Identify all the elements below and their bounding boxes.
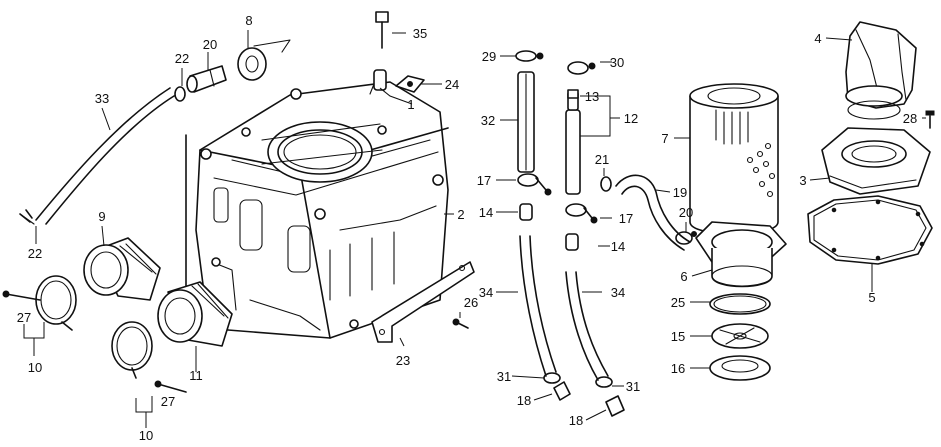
hose-34-right — [565, 271, 609, 381]
callout-26: 26 — [464, 295, 478, 310]
tube-band-lower — [111, 321, 153, 379]
callout-23: 23 — [396, 353, 410, 368]
callout-35: 35 — [413, 26, 427, 41]
clip-30 — [567, 61, 596, 75]
clip-31-left — [543, 372, 561, 384]
leader-lines — [23, 30, 926, 428]
callout-24: 24 — [445, 77, 459, 92]
callout-28: 28 — [903, 111, 917, 126]
hose-34-left — [519, 235, 557, 377]
element-holder — [695, 221, 787, 288]
joint-13 — [567, 89, 579, 99]
tube-band-upper — [35, 275, 77, 331]
callout-10-bottom: 10 — [139, 428, 153, 443]
callout-18-left: 18 — [517, 393, 531, 408]
breather-hose — [19, 87, 175, 225]
callout-27-left: 27 — [17, 310, 31, 325]
clamp-17-right — [565, 203, 598, 224]
callout-1: 1 — [407, 97, 414, 112]
callout-9: 9 — [98, 209, 105, 224]
bracket — [371, 261, 475, 343]
callout-6: 6 — [680, 269, 687, 284]
callout-32: 32 — [481, 113, 495, 128]
gasket-5 — [807, 195, 933, 265]
callout-29: 29 — [482, 49, 496, 64]
bolt-35 — [375, 11, 389, 49]
band-screw-lower — [154, 380, 187, 393]
callout-31-left: 31 — [497, 369, 511, 384]
tube-32 — [517, 71, 535, 173]
clip-22-upper — [174, 86, 186, 102]
cover-3 — [821, 127, 931, 195]
band-screw-upper — [2, 290, 41, 301]
callout-17-right: 17 — [619, 211, 633, 226]
plate-15 — [711, 323, 769, 349]
clip-31-right — [595, 376, 613, 388]
callout-11: 11 — [189, 368, 203, 383]
tube-12 — [565, 91, 581, 195]
clip-29 — [515, 50, 544, 62]
callout-34-right: 34 — [611, 285, 625, 300]
drain-cap — [237, 39, 291, 81]
plug-18-right — [605, 395, 625, 417]
callout-labels: 1 2 3 4 5 6 7 8 9 10 10 11 12 13 14 14 1… — [17, 13, 917, 443]
callout-14-left: 14 — [479, 205, 493, 220]
callout-22-top: 22 — [175, 51, 189, 66]
callout-12: 12 — [624, 111, 638, 126]
seal-25 — [709, 293, 771, 315]
plug-18-left — [553, 381, 571, 401]
joint-piece-1 — [369, 69, 387, 95]
callout-22-left: 22 — [28, 246, 42, 261]
callout-5: 5 — [868, 290, 875, 305]
callout-31-right: 31 — [626, 379, 640, 394]
connecting-tube-upper — [83, 237, 161, 301]
clamp-20 — [675, 231, 697, 245]
air-cleaner-element — [689, 83, 779, 235]
callout-27-bottom: 27 — [161, 394, 175, 409]
nut-24 — [395, 75, 425, 93]
callout-30: 30 — [610, 55, 624, 70]
callout-20-right: 20 — [679, 205, 693, 220]
callout-18-right: 18 — [569, 413, 583, 428]
callout-2: 2 — [457, 207, 464, 222]
clamp-17-left — [517, 173, 552, 196]
callout-25: 25 — [671, 295, 685, 310]
air-duct-4 — [845, 21, 917, 120]
bolt-26 — [452, 318, 469, 329]
callout-33: 33 — [95, 91, 109, 106]
clip-22-lower — [19, 209, 33, 223]
callout-10-left: 10 — [28, 360, 42, 375]
callout-13: 13 — [585, 89, 599, 104]
callout-15: 15 — [671, 329, 685, 344]
connecting-tube-lower — [157, 281, 233, 347]
air-cleaner-case — [185, 81, 449, 339]
drain-tube-20 — [186, 65, 227, 93]
callout-17-left: 17 — [477, 173, 491, 188]
callout-8: 8 — [245, 13, 252, 28]
cap-16 — [709, 355, 771, 381]
hose-19 — [615, 174, 691, 251]
callout-14-right: 14 — [611, 239, 625, 254]
callout-21: 21 — [595, 152, 609, 167]
clip-21 — [600, 176, 612, 192]
joint-14-right — [565, 233, 579, 251]
callout-16: 16 — [671, 361, 685, 376]
callout-4: 4 — [814, 31, 821, 46]
joint-14-left — [519, 203, 533, 221]
callout-20-top: 20 — [203, 37, 217, 52]
screw-28 — [925, 110, 935, 129]
callout-3: 3 — [799, 173, 806, 188]
callout-7: 7 — [661, 131, 668, 146]
callout-34-left: 34 — [479, 285, 493, 300]
callout-19: 19 — [673, 185, 687, 200]
